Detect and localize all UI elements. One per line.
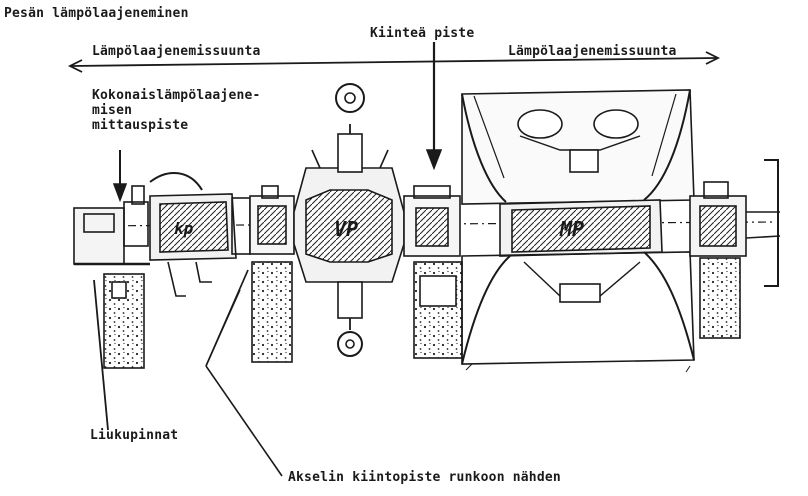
mp-turbine	[461, 89, 695, 373]
fixed-point-bearing	[403, 185, 461, 257]
diagram-title: Pesän lämpölaajeneminen	[4, 6, 189, 21]
shaft-fixed-point-leaders	[205, 269, 283, 477]
kp-section-label: kp	[174, 219, 194, 238]
fixed-point-pedestal	[413, 261, 463, 359]
rear-bearing-block	[689, 159, 781, 339]
shaft-fixed-point-label: Akselin kiintopiste runkoon nähden	[288, 470, 561, 485]
direction-left-label: Lämpölaajenemissuunta	[92, 44, 261, 59]
vp-turbine	[293, 83, 405, 357]
sliding-surfaces-label: Liukupinnat	[90, 428, 179, 443]
fixed-point-label: Kiinteä piste	[370, 26, 475, 41]
front-bearing-block	[73, 185, 150, 266]
fixed-point-arrow	[425, 42, 443, 171]
mp-section-label: MP	[559, 217, 584, 241]
vp-section-label: VP	[334, 217, 358, 241]
measurement-point-label: Kokonaislämpölaajene- misen mittauspiste	[92, 88, 261, 133]
kp-vp-coupling	[249, 185, 295, 255]
expansion-direction-arrow	[67, 51, 721, 73]
kp-turbine	[149, 171, 251, 297]
sliding-surfaces-leader	[93, 279, 109, 431]
measurement-point-arrow	[112, 150, 128, 203]
middle-pedestal	[251, 261, 293, 363]
direction-right-label: Lämpölaajenemissuunta	[508, 44, 677, 59]
